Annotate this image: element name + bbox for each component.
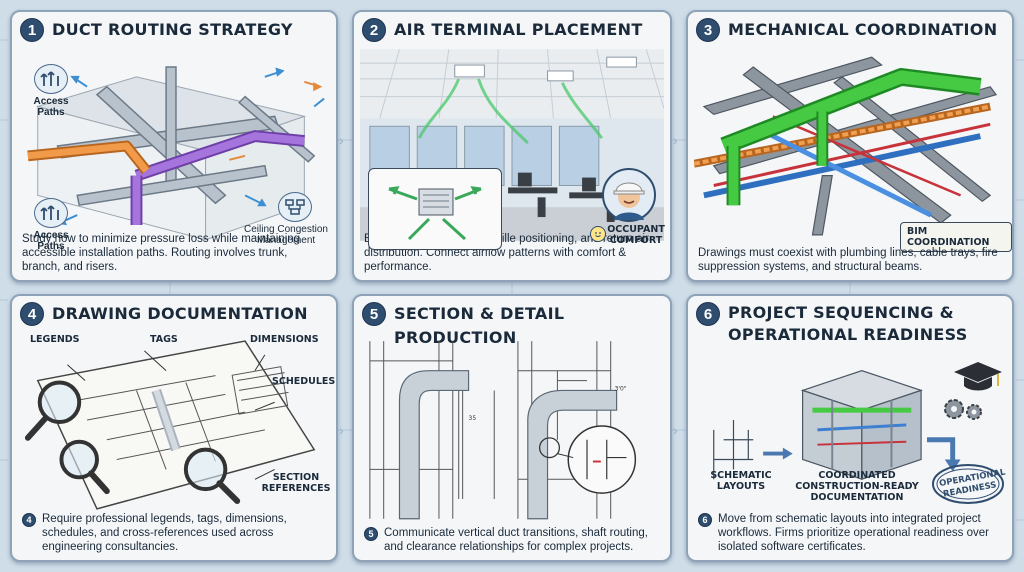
gears-icon (940, 392, 990, 426)
panel-description: Drawings must coexist with plumbing line… (698, 247, 998, 273)
panel-header: 4 DRAWING DOCUMENTATION (20, 302, 328, 326)
description-number-badge: 4 (22, 513, 36, 527)
panel-title: DRAWING DOCUMENTATION (52, 304, 308, 323)
panel-title: SECTION & DETAIL PRODUCTION (394, 304, 565, 347)
description-text: Move from schematic layouts into integra… (718, 513, 989, 553)
mechanical-coordination-illustration (694, 46, 1006, 246)
stamp-icon (930, 462, 1006, 506)
bim-coordination-badge: BIM COORDINATION (900, 222, 1012, 252)
panel-header: 1 DUCT ROUTING STRATEGY (20, 18, 328, 42)
access-paths-label-top: Access Paths (33, 96, 69, 118)
graduation-cap-icon (950, 352, 1006, 408)
flow-arrow-right-icon: › (339, 422, 344, 438)
step-number-badge: 5 (362, 302, 386, 326)
panel-description: 4 Require professional legends, tags, di… (22, 512, 326, 554)
step-number-badge: 2 (362, 18, 386, 42)
step-number-badge: 6 (696, 302, 720, 326)
access-paths-icon (34, 64, 68, 94)
description-text: Require professional legends, tags, dime… (42, 513, 287, 553)
panel-title: MECHANICAL COORDINATION (728, 20, 998, 39)
panel-description: 6 Move from schematic layouts into integ… (698, 512, 1002, 554)
access-paths-label-bottom: Access Paths (33, 230, 69, 252)
schematic-layouts-label: SCHEMATIC LAYOUTS (710, 470, 772, 492)
ceiling-congestion-icon (278, 192, 312, 222)
panel-title: DUCT ROUTING STRATEGY (52, 20, 293, 39)
step-number-badge: 4 (20, 302, 44, 326)
smile-icon (590, 226, 606, 242)
diffuser-closeup-inset (368, 168, 502, 250)
magnifier-icon (24, 380, 82, 441)
panel-header: 5 SECTION & DETAIL PRODUCTION (362, 302, 662, 350)
panel-title: AIR TERMINAL PLACEMENT (394, 20, 643, 39)
access-paths-icon (34, 198, 68, 228)
panel-duct-routing: 1 DUCT ROUTING STRATEGY (10, 10, 338, 282)
tags-label: TAGS (150, 334, 178, 345)
flow-arrow-right-icon: › (339, 132, 344, 148)
section-detail-illustration: 35 3'0" (360, 330, 664, 520)
coordinated-documentation-label: COORDINATED CONSTRUCTION-READY DOCUMENTA… (795, 470, 919, 503)
flow-arrow-right-icon: › (673, 132, 678, 148)
panel-air-terminal: 2 AIR TERMINAL PLACEMENT (352, 10, 672, 282)
panel-mechanical-coordination: 3 MECHANICAL COORDINATION (686, 10, 1014, 282)
panel-description: Study how to minimize pressure loss whil… (22, 233, 301, 273)
panel-title: PROJECT SEQUENCING & OPERATIONAL READINE… (728, 303, 968, 344)
svg-text:35: 35 (469, 416, 477, 422)
engineer-avatar-icon (602, 168, 656, 222)
description-text: Communicate vertical duct transitions, s… (384, 527, 648, 553)
legends-label: LEGENDS (30, 334, 80, 345)
description-number-badge: 6 (698, 513, 712, 527)
panel-project-sequencing: 6 PROJECT SEQUENCING & OPERATIONAL READI… (686, 294, 1014, 562)
step-number-badge: 1 (20, 18, 44, 42)
svg-text:3'0": 3'0" (615, 386, 627, 392)
panel-header: 3 MECHANICAL COORDINATION (696, 18, 1004, 42)
description-number-badge: 5 (364, 527, 378, 541)
drawing-sheet-illustration (18, 330, 330, 516)
project-sequencing-illustration (694, 350, 1006, 490)
section-references-label: SECTION REFERENCES (261, 472, 331, 494)
panel-description: 5 Communicate vertical duct transitions,… (364, 526, 660, 554)
schedules-label: SCHEDULES (272, 376, 336, 387)
flow-arrow-right-icon: › (673, 422, 678, 438)
panel-drawing-documentation: 4 DRAWING DOCUMENTATION (10, 294, 338, 562)
panel-header: 2 AIR TERMINAL PLACEMENT (362, 18, 662, 42)
panel-header: 6 PROJECT SEQUENCING & OPERATIONAL READI… (696, 302, 1004, 346)
ceiling-congestion-label: Ceiling Congestion Management (244, 224, 328, 246)
dimensions-label: DIMENSIONS (250, 334, 319, 345)
occupant-comfort-label: OCCUPANT COMFORT (607, 224, 665, 246)
step-number-badge: 3 (696, 18, 720, 42)
panel-section-detail: 5 SECTION & DETAIL PRODUCTION (352, 294, 672, 562)
